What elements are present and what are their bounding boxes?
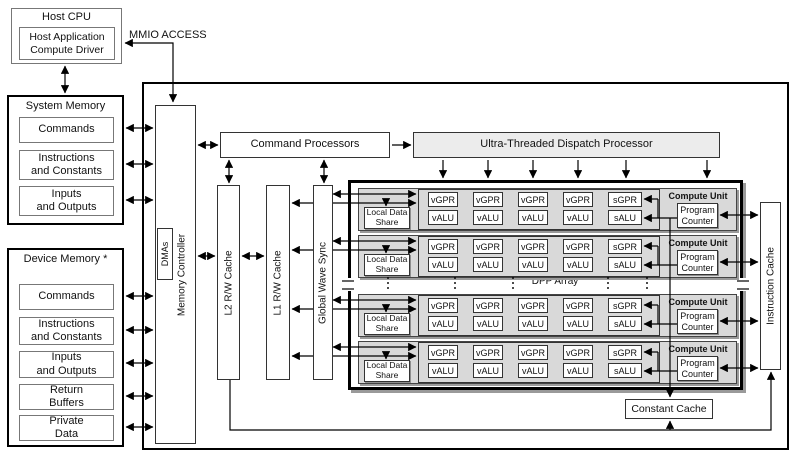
vgpr-box: vGPR [518, 239, 548, 254]
local-data-share-box: Local Data Share [364, 207, 410, 229]
compute-unit-label: Compute Unit [668, 344, 728, 354]
valu-box: vALU [428, 363, 458, 378]
instruction-cache-box: Instruction Cache [760, 202, 781, 370]
system-memory-title: System Memory [25, 100, 106, 112]
vgpr-box: vGPR [563, 192, 593, 207]
memory-item: Instructions and Constants [19, 317, 114, 345]
valu-box: vALU [563, 363, 593, 378]
vgpr-box: vGPR [563, 345, 593, 360]
vgpr-box: vGPR [473, 298, 503, 313]
dmas-label: DMAs [160, 241, 170, 267]
l2-cache-box: L2 R/W Cache [217, 185, 240, 380]
program-counter-box: Program Counter [677, 250, 718, 275]
salu-box: sALU [608, 210, 642, 225]
local-data-share-box: Local Data Share [364, 313, 410, 335]
device-memory-title: Device Memory * [23, 253, 108, 265]
vgpr-box: vGPR [473, 345, 503, 360]
salu-box: sALU [608, 257, 642, 272]
valu-box: vALU [473, 257, 503, 272]
salu-box: sALU [608, 316, 642, 331]
valu-box: vALU [563, 257, 593, 272]
memory-item: Instructions and Constants [19, 150, 114, 180]
vgpr-box: vGPR [563, 298, 593, 313]
constant-cache-box: Constant Cache [625, 399, 713, 419]
dmas-box: DMAs [157, 228, 173, 280]
valu-box: vALU [428, 210, 458, 225]
dpp-array-label: DPP Array [524, 276, 586, 288]
command-processors-label: Command Processors [250, 138, 360, 151]
vgpr-box: vGPR [563, 239, 593, 254]
memory-item: Commands [19, 117, 114, 143]
valu-box: vALU [518, 363, 548, 378]
valu-box: vALU [518, 257, 548, 272]
mmio-access-label: MMIO ACCESS [129, 29, 207, 41]
memory-controller-label: Memory Controller [176, 233, 188, 316]
vgpr-box: vGPR [428, 298, 458, 313]
valu-box: vALU [428, 316, 458, 331]
memory-item: Inputs and Outputs [19, 351, 114, 378]
compute-unit-label: Compute Unit [668, 238, 728, 248]
constant-cache-label: Constant Cache [631, 402, 707, 415]
valu-box: vALU [563, 210, 593, 225]
dispatch-processor-box: Ultra-Threaded Dispatch Processor [413, 132, 720, 158]
global-wave-sync-box: Global Wave Sync [313, 185, 333, 380]
program-counter-box: Program Counter [677, 356, 718, 381]
compute-unit-label: Compute Unit [668, 191, 728, 201]
valu-box: vALU [563, 316, 593, 331]
sgpr-box: sGPR [608, 192, 642, 207]
dispatch-processor-label: Ultra-Threaded Dispatch Processor [480, 138, 653, 151]
vgpr-box: vGPR [428, 192, 458, 207]
gpr-alu-container [418, 295, 660, 336]
valu-box: vALU [518, 316, 548, 331]
vgpr-box: vGPR [428, 239, 458, 254]
compute-unit-label: Compute Unit [668, 297, 728, 307]
sgpr-box: sGPR [608, 345, 642, 360]
l1-cache-box: L1 R/W Cache [266, 185, 290, 380]
instruction-cache-label: Instruction Cache [765, 247, 776, 325]
valu-box: vALU [473, 363, 503, 378]
vgpr-box: vGPR [473, 239, 503, 254]
vgpr-box: vGPR [518, 298, 548, 313]
host-cpu-title: Host CPU [42, 11, 91, 23]
command-processors-box: Command Processors [220, 132, 390, 158]
memory-item: Commands [19, 284, 114, 310]
salu-box: sALU [608, 363, 642, 378]
sgpr-box: sGPR [608, 298, 642, 313]
valu-box: vALU [473, 316, 503, 331]
gpu-box [142, 82, 789, 450]
l1-cache-label: L1 R/W Cache [272, 249, 284, 316]
local-data-share-box: Local Data Share [364, 254, 410, 276]
gpr-alu-container [418, 236, 660, 277]
host-driver-box: Host Application Compute Driver [19, 27, 115, 60]
program-counter-box: Program Counter [677, 203, 718, 228]
host-cpu-box: Host CPU Host Application Compute Driver [11, 8, 122, 64]
vgpr-box: vGPR [473, 192, 503, 207]
memory-item: Private Data [19, 415, 114, 441]
valu-box: vALU [473, 210, 503, 225]
vgpr-box: vGPR [518, 345, 548, 360]
l2-cache-label: L2 R/W Cache [223, 249, 234, 316]
global-wave-sync-label: Global Wave Sync [317, 241, 329, 324]
gpr-alu-container [418, 189, 660, 230]
vgpr-box: vGPR [428, 345, 458, 360]
valu-box: vALU [518, 210, 548, 225]
sgpr-box: sGPR [608, 239, 642, 254]
valu-box: vALU [428, 257, 458, 272]
memory-item: Inputs and Outputs [19, 186, 114, 216]
vgpr-box: vGPR [518, 192, 548, 207]
local-data-share-box: Local Data Share [364, 360, 410, 382]
memory-item: Return Buffers [19, 384, 114, 410]
program-counter-box: Program Counter [677, 309, 718, 334]
